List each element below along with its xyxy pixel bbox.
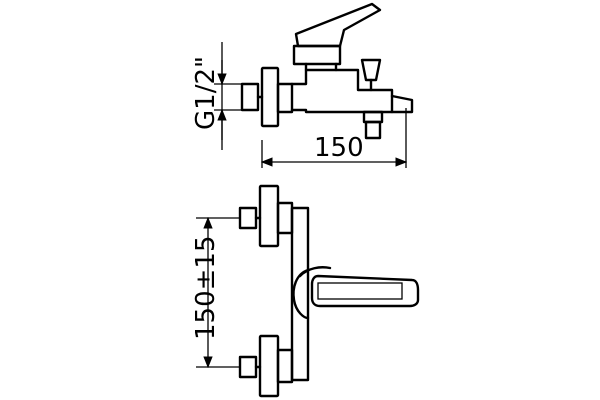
- front-body: [290, 206, 310, 382]
- spacing-dimension: 150±15: [191, 216, 240, 369]
- front-lever-inset: [317, 282, 403, 300]
- side-spout: [390, 94, 414, 114]
- spacing-label: 150±15: [191, 236, 221, 341]
- side-cartridge-cap: [292, 44, 342, 66]
- side-body: [290, 68, 394, 114]
- side-lever-handle: [294, 2, 382, 48]
- thread-label: G1/2": [191, 56, 221, 130]
- side-view: [240, 2, 414, 140]
- side-connector-nut: [240, 82, 260, 112]
- width-label: 150: [314, 133, 364, 163]
- front-lower-hex: [276, 348, 294, 384]
- thread-dimension: G1/2": [191, 42, 242, 150]
- side-diverter-knob: [360, 58, 382, 82]
- front-lower-connector-nut: [238, 355, 258, 379]
- width-dimension: 150: [260, 108, 408, 168]
- side-hex-fitting: [276, 82, 294, 114]
- front-upper-flange: [258, 184, 280, 248]
- front-upper-connector-nut: [238, 206, 258, 230]
- side-outlet-fitting: [362, 110, 384, 124]
- front-lower-flange: [258, 334, 280, 398]
- side-outlet-nut: [364, 120, 382, 140]
- front-mixer-hub: [292, 268, 310, 320]
- front-lever: [310, 274, 420, 308]
- side-flange: [260, 66, 280, 128]
- front-upper-hex: [276, 201, 294, 235]
- front-view: [238, 184, 420, 398]
